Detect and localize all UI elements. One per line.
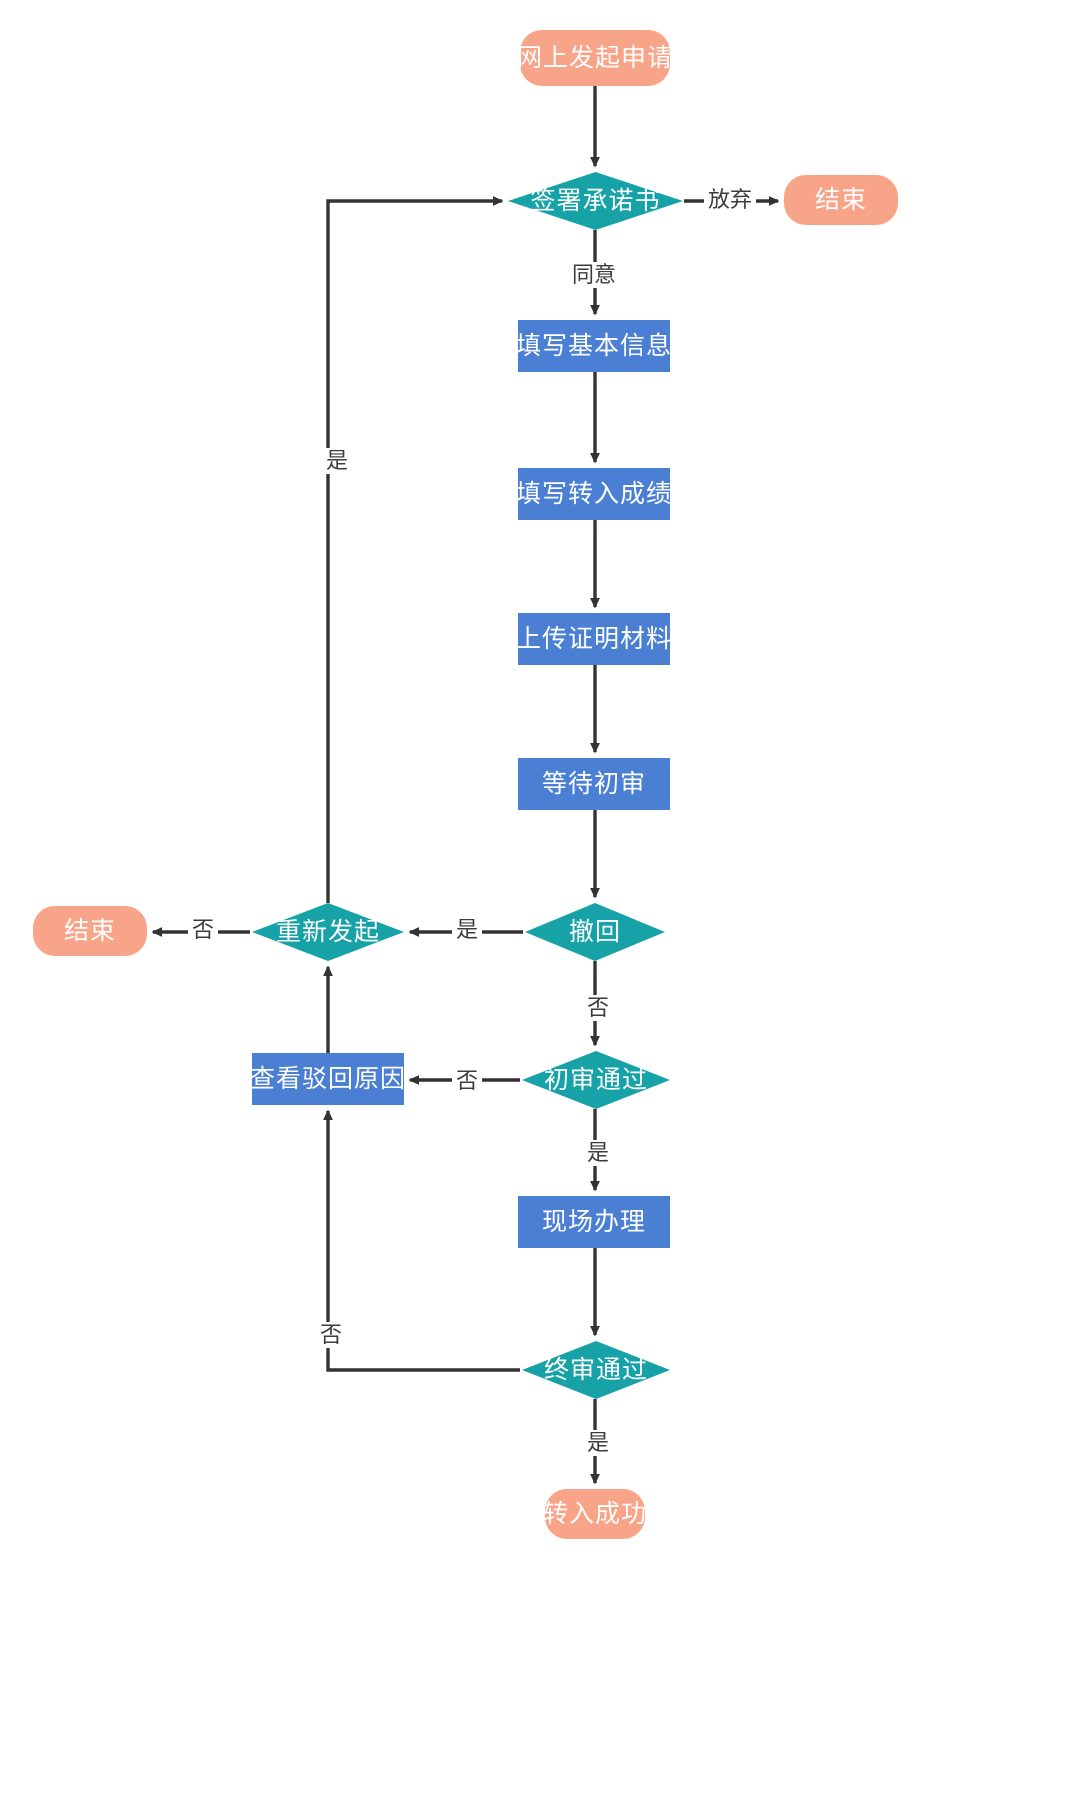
- node-transfer-success-label: 转入成功: [543, 1499, 648, 1528]
- node-withdraw[interactable]: 撤回: [525, 903, 665, 961]
- edge-label-withdraw-no: 否: [583, 995, 614, 1021]
- node-fill-basic-info-label: 填写基本信息: [516, 331, 673, 360]
- node-end-abandon-label: 结束: [814, 185, 867, 214]
- node-upload-materials-label: 上传证明材料: [516, 624, 673, 653]
- node-restart-label: 重新发起: [275, 917, 380, 946]
- node-final-review-passed[interactable]: 终审通过: [522, 1341, 670, 1399]
- node-wait-first-review[interactable]: 等待初审: [518, 758, 670, 810]
- edge-label-restart-yes: 是: [322, 448, 353, 474]
- node-fill-transfer-scores-label: 填写转入成绩: [516, 479, 673, 508]
- edge-label-agree: 同意: [568, 262, 621, 288]
- edge-label-abandon: 放弃: [704, 187, 757, 213]
- node-restart[interactable]: 重新发起: [252, 903, 404, 961]
- node-transfer-success[interactable]: 转入成功: [543, 1489, 648, 1539]
- node-start[interactable]: 网上发起申请: [517, 30, 674, 86]
- edge-label-final-no: 否: [316, 1322, 347, 1348]
- node-first-review-passed[interactable]: 初审通过: [522, 1051, 670, 1109]
- node-withdraw-label: 撤回: [568, 917, 621, 946]
- node-sign-agreement[interactable]: 签署承诺书: [508, 172, 683, 230]
- edge-finalpass-viewreason: [323, 1109, 520, 1372]
- node-end-left-label: 结束: [63, 916, 116, 945]
- node-end-abandon[interactable]: 结束: [784, 175, 898, 225]
- node-upload-materials[interactable]: 上传证明材料: [516, 613, 673, 665]
- edge-label-withdraw-yes: 是: [452, 917, 483, 943]
- edge-restart-sign: [326, 196, 504, 903]
- edge-label-restart-no: 否: [188, 917, 219, 943]
- node-start-label: 网上发起申请: [517, 43, 674, 72]
- node-fill-basic-info[interactable]: 填写基本信息: [516, 320, 673, 372]
- node-onsite-handling-label: 现场办理: [541, 1207, 646, 1236]
- node-final-review-passed-label: 终审通过: [543, 1355, 648, 1384]
- edge-label-first-yes: 是: [583, 1140, 614, 1166]
- node-onsite-handling[interactable]: 现场办理: [518, 1196, 670, 1248]
- node-view-rejection-reason[interactable]: 查看驳回原因: [250, 1053, 407, 1105]
- node-sign-agreement-label: 签署承诺书: [530, 186, 661, 215]
- node-first-review-passed-label: 初审通过: [543, 1065, 648, 1094]
- node-wait-first-review-label: 等待初审: [541, 769, 646, 798]
- node-view-rejection-reason-label: 查看驳回原因: [250, 1064, 407, 1093]
- node-fill-transfer-scores[interactable]: 填写转入成绩: [516, 468, 673, 520]
- edge-label-first-no: 否: [452, 1068, 483, 1094]
- node-end-left[interactable]: 结束: [33, 906, 147, 956]
- edge-label-final-yes: 是: [583, 1430, 614, 1456]
